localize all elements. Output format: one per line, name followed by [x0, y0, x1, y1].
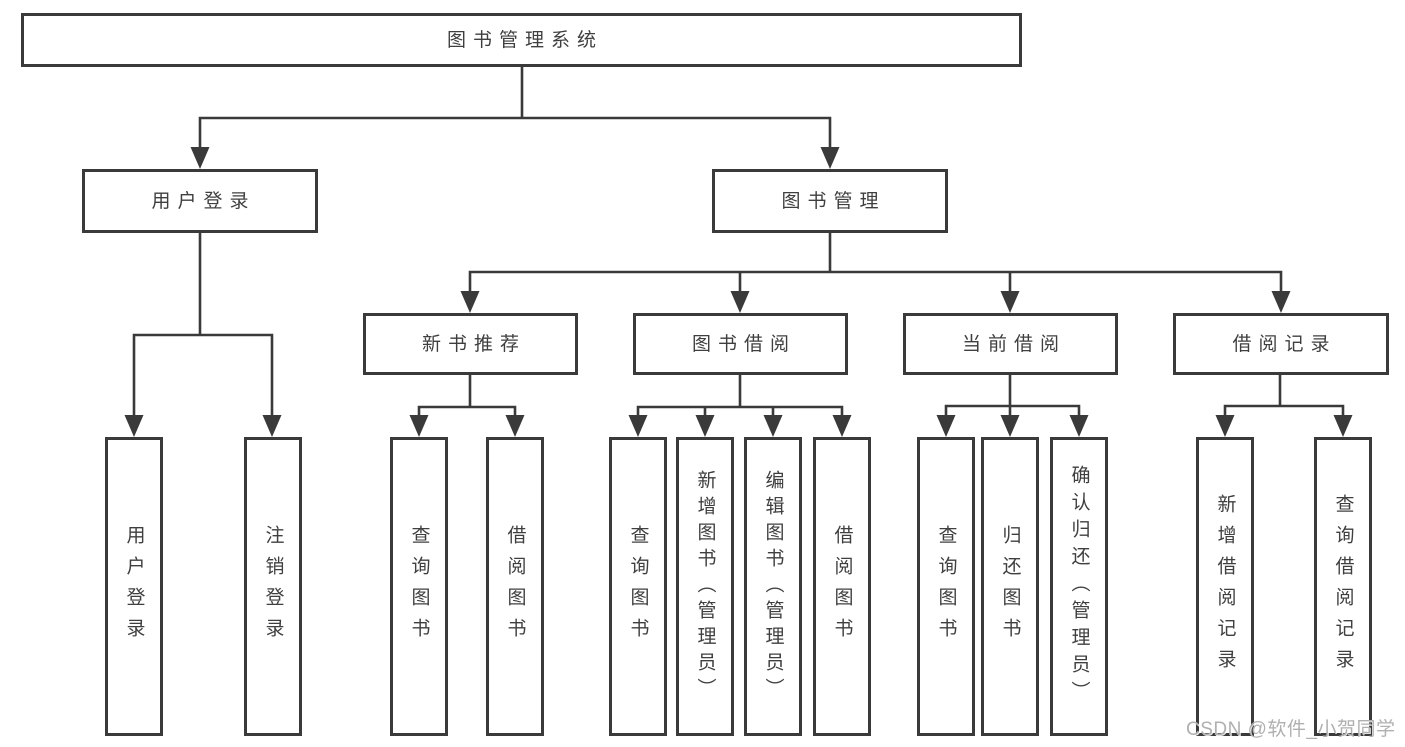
node-book-borrowing: 图书借阅	[633, 313, 848, 375]
leaf-logout-login: 注销登录	[244, 437, 302, 736]
leaf-borrow-books-2: 借阅图书	[813, 437, 871, 736]
node-label: 编辑图书（管理员）	[762, 469, 784, 704]
node-current-borrowing: 当前借阅	[903, 313, 1118, 375]
node-book-management: 图书管理	[712, 169, 948, 233]
node-label: 查询图书	[408, 524, 430, 649]
node-label: 注销登录	[262, 524, 284, 649]
leaf-query-books-2: 查询图书	[609, 437, 667, 736]
node-label: 新增借阅记录	[1214, 493, 1236, 680]
node-label: 图书管理	[781, 190, 886, 212]
node-root: 图书管理系统	[21, 13, 1022, 67]
node-label: 归还图书	[999, 524, 1021, 649]
node-label: 确认归还（管理员）	[1068, 465, 1090, 708]
leaf-return-books: 归还图书	[981, 437, 1039, 736]
node-borrowing-records: 借阅记录	[1173, 313, 1389, 375]
node-label: 借阅图书	[504, 524, 526, 649]
leaf-user-login: 用户登录	[105, 437, 163, 736]
leaf-add-borrow-record: 新增借阅记录	[1196, 437, 1254, 736]
connector-paths	[132, 67, 1345, 418]
arrowheads	[124, 147, 1353, 437]
leaf-edit-books-admin: 编辑图书（管理员）	[744, 437, 802, 736]
node-label: 查询图书	[627, 524, 649, 649]
leaf-query-books-1: 查询图书	[390, 437, 448, 736]
leaf-query-borrow-record: 查询借阅记录	[1314, 437, 1372, 736]
leaf-confirm-return-admin: 确认归还（管理员）	[1050, 437, 1108, 736]
node-label: 图书借阅	[691, 333, 796, 355]
leaf-query-books-3: 查询图书	[917, 437, 975, 736]
node-label: 用户登录	[151, 190, 256, 212]
node-label: 图书管理系统	[446, 29, 603, 51]
node-label: 用户登录	[123, 524, 145, 649]
node-label: 查询图书	[935, 524, 957, 649]
node-label: 查询借阅记录	[1332, 493, 1354, 680]
node-new-book-recommendation: 新书推荐	[363, 313, 578, 375]
leaf-borrow-books-1: 借阅图书	[486, 437, 544, 736]
leaf-add-books-admin: 新增图书（管理员）	[676, 437, 734, 736]
node-label: 当前借阅	[961, 333, 1066, 355]
node-user-login: 用户登录	[82, 169, 318, 233]
node-label: 借阅记录	[1232, 333, 1337, 355]
watermark: CSDN @软件_小贺同学	[1186, 719, 1396, 740]
node-label: 借阅图书	[831, 524, 853, 649]
node-label: 新书推荐	[421, 333, 526, 355]
node-label: 新增图书（管理员）	[694, 469, 716, 704]
